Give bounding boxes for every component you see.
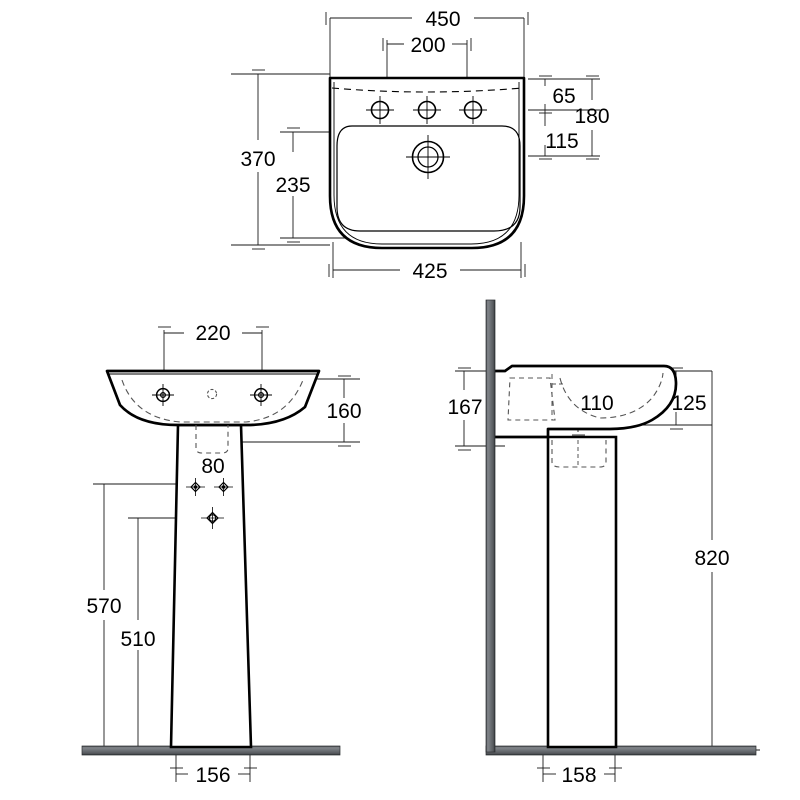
top-view-dimension-lines [231,12,600,278]
dim-label-80: 80 [201,455,224,478]
floor-line-side [485,745,757,756]
pedestal-outline-side [546,435,618,749]
pedestal-fixing-marks-front [186,478,233,529]
dim-label-425: 425 [412,260,447,283]
tap-hole-left [366,96,394,124]
basin-rim-offset-plan [333,82,520,245]
dim-label-115: 115 [545,130,578,153]
dim-label-220: 220 [195,322,230,345]
fixing-mark-centre-lower [201,507,224,529]
dim-label-450: 450 [425,8,460,31]
waste-outlet-plan [406,135,450,179]
top-view: 450 200 65 180 115 370 235 425 [231,8,610,283]
tap-hole-right [459,96,487,124]
dim-label-156: 156 [195,764,230,787]
tap-holes-front [152,384,272,406]
tap-hole-left-front [152,384,174,406]
basin-outline-side [492,364,678,439]
fixing-mark-left [186,478,205,496]
tap-holes-plan [366,96,487,124]
dim-label-158: 158 [561,764,596,787]
dim-label-125: 125 [671,392,706,415]
fixing-mark-right [214,478,233,496]
dim-label-65: 65 [552,85,575,108]
dim-label-200: 200 [410,34,445,57]
bowl-inner-outline-plan [336,125,521,232]
dim-label-570: 570 [86,595,121,618]
dim-label-180: 180 [574,105,609,128]
dim-label-167: 167 [447,396,482,419]
dim-label-510: 510 [120,628,155,651]
splashback-hidden-side [507,377,556,421]
basin-outline-plan [328,76,526,250]
tap-hole-centre-front [206,388,218,400]
dim-label-110: 110 [580,392,613,415]
front-elevation-view: 220 160 80 570 510 156 [81,322,362,787]
dim-label-370: 370 [240,148,275,171]
side-elevation-view: 167 110 125 820 158 [447,299,760,787]
dim-label-235: 235 [275,174,310,197]
waste-trap-hidden-front [195,425,229,454]
tap-hole-centre [413,96,441,124]
bowl-hidden-profile-side [559,372,664,419]
dim-label-160: 160 [326,400,361,423]
tap-hole-right-front [250,384,272,406]
bowl-hidden-profile-front [121,379,304,423]
wall-line-side [485,299,496,753]
dim-label-820: 820 [694,547,729,570]
